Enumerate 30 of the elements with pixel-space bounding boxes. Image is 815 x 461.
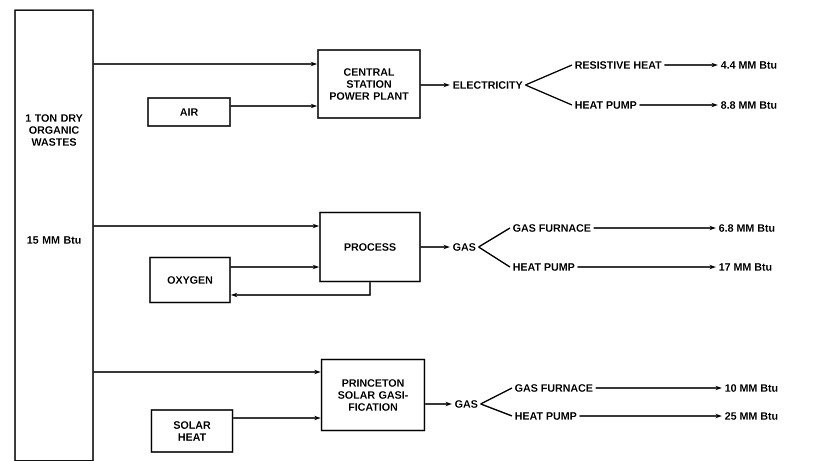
process-box: PRINCETON SOLAR GASI- FICATION <box>320 358 426 432</box>
output-label: GAS <box>455 400 478 408</box>
use-label: HEAT PUMP <box>513 263 574 271</box>
energy-value: 25 MM Btu <box>725 412 778 420</box>
energy-value: 8.8 MM Btu <box>721 101 776 109</box>
energy-value: 4.4 MM Btu <box>720 61 776 69</box>
connector-line <box>525 84 572 106</box>
use-label: GAS FURNACE <box>513 224 591 232</box>
connector-line <box>480 387 512 405</box>
connector-line <box>478 246 510 268</box>
input-box: SOLAR HEAT <box>150 409 234 453</box>
input-box: OXYGEN <box>149 256 231 304</box>
process-box: PROCESS <box>319 212 421 282</box>
use-label: HEAT PUMP <box>575 101 636 109</box>
box-text: 15 MM Btu <box>27 236 81 244</box>
output-label: GAS <box>453 243 476 251</box>
connector-line <box>480 403 512 417</box>
box-text: 1 TON DRY ORGANIC WASTES <box>26 114 83 146</box>
energy-value: 17 MM Btu <box>719 263 772 271</box>
energy-value: 6.8 MM Btu <box>719 224 774 232</box>
output-label: ELECTRICITY <box>453 81 522 89</box>
energy-value: 10 MM Btu <box>725 384 778 392</box>
connector-line <box>525 64 572 86</box>
input-box: AIR <box>147 97 231 127</box>
source-box <box>14 9 94 461</box>
use-label: GAS FURNACE <box>515 384 593 392</box>
use-label: HEAT PUMP <box>515 412 576 420</box>
use-label: RESISTIVE HEAT <box>575 61 662 69</box>
process-box: CENTRAL STATION POWER PLANT <box>317 49 421 119</box>
connector-line <box>478 227 510 248</box>
